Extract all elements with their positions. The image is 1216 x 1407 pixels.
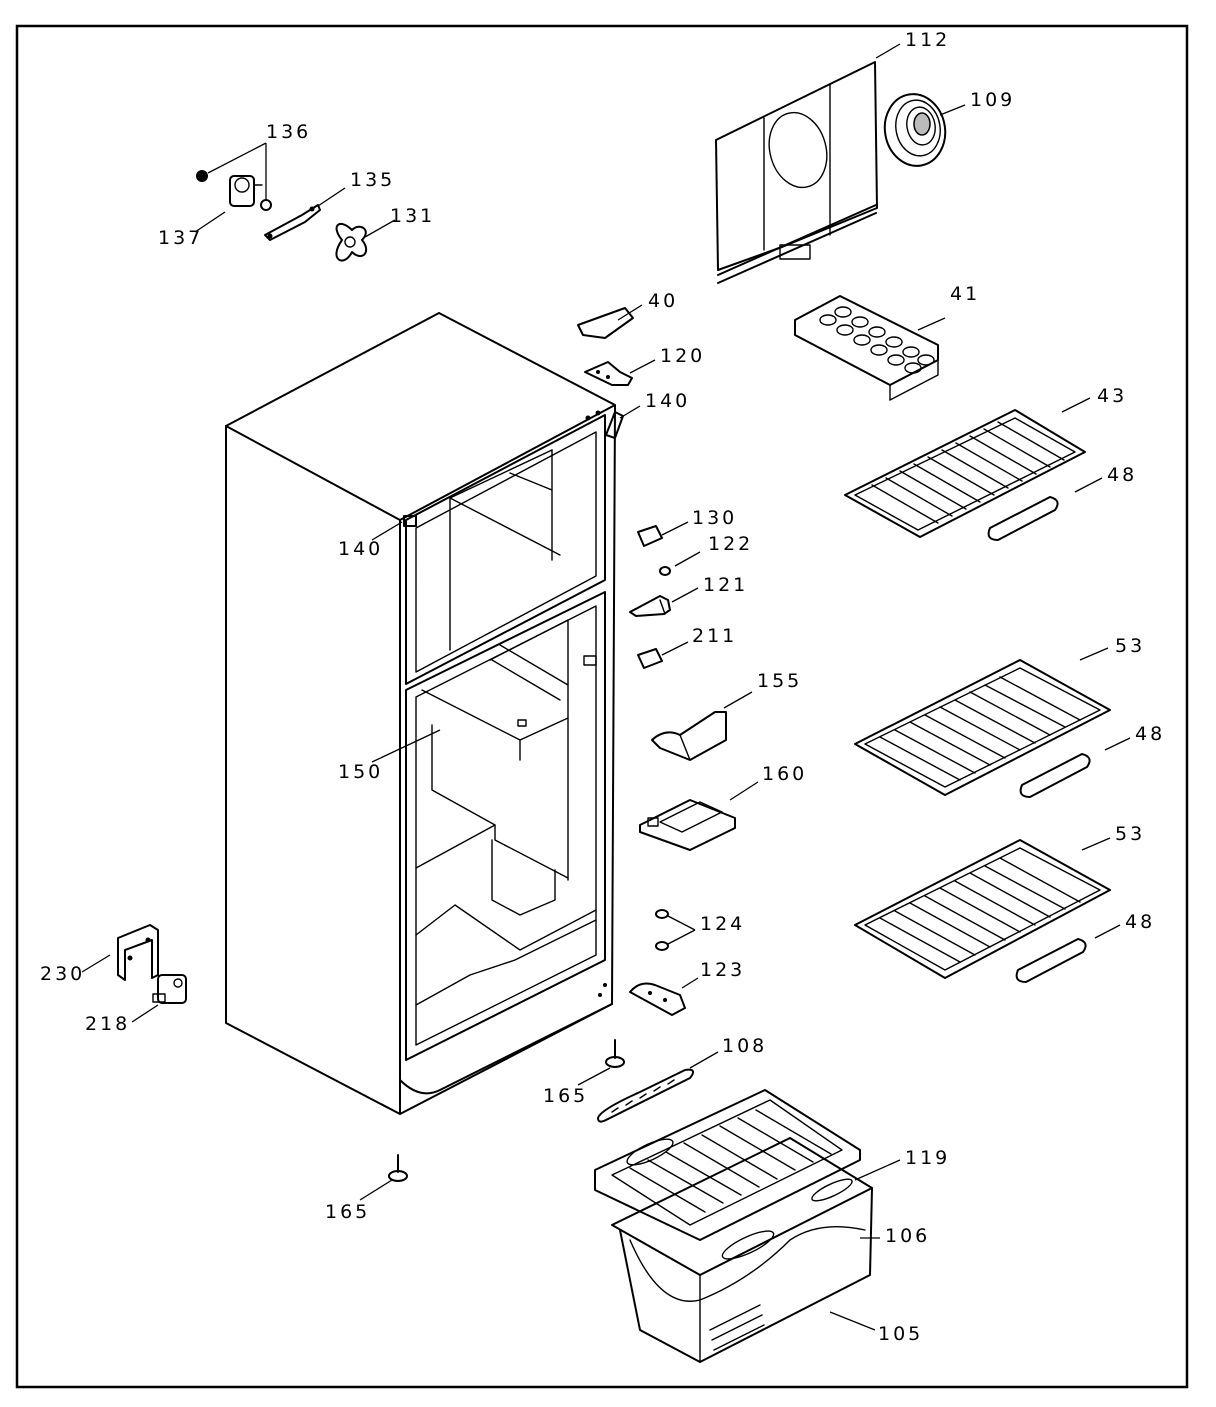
label-135: 135: [350, 169, 395, 191]
part-121-middle-hinge: [629, 595, 671, 617]
part-53-wire-shelf-a: [854, 659, 1111, 796]
label-130: 130: [692, 507, 737, 529]
part-123-bottom-hinge: [629, 982, 686, 1016]
part-165-leveling-leg-b: [388, 1154, 408, 1182]
part-218-relay: [152, 974, 187, 1004]
label-124: 124: [700, 913, 745, 935]
part-122-washer: [659, 566, 671, 576]
label-123: 123: [700, 959, 745, 981]
part-131-fan-blade: [335, 222, 368, 262]
label-106: 106: [885, 1225, 930, 1247]
label-105: 105: [878, 1323, 923, 1345]
leader-lines: [81, 43, 1131, 1331]
part-165-leveling-leg-a: [605, 1039, 625, 1068]
label-119: 119: [905, 1147, 950, 1169]
label-43: 43: [1097, 385, 1127, 407]
label-122: 122: [708, 533, 753, 555]
part-53-wire-shelf-b: [854, 839, 1111, 979]
label-48-bottom: 48: [1125, 911, 1155, 933]
part-108-grille: [597, 1068, 695, 1123]
part-160-drawer-support: [639, 799, 736, 851]
part-211-switch: [637, 648, 663, 669]
label-230: 230: [40, 963, 85, 985]
part-140-hinge-cap-left: [403, 515, 417, 527]
label-48-top: 48: [1107, 464, 1137, 486]
label-40: 40: [648, 290, 678, 312]
part-155-shelf-support: [651, 711, 727, 761]
diagram-frame: [15, 24, 1189, 1389]
label-150: 150: [338, 761, 383, 783]
part-43-wire-shelf: [844, 409, 1086, 538]
part-130-switch: [637, 525, 663, 547]
label-108: 108: [722, 1035, 767, 1057]
label-140-left: 140: [338, 538, 383, 560]
label-211: 211: [692, 625, 737, 647]
part-112-freezer-cover: [715, 61, 878, 284]
part-48-shelf-cap-a: [987, 496, 1059, 541]
label-165-left: 165: [325, 1201, 370, 1223]
label-136: 136: [266, 121, 311, 143]
part-number-labels: 112 109 136 135 137 131 40 41 120 140 14…: [40, 29, 1165, 1345]
part-41-ice-tray: [794, 295, 939, 401]
label-53-top: 53: [1115, 635, 1145, 657]
part-124-washers: [655, 909, 669, 951]
label-109: 109: [970, 89, 1015, 111]
part-40-cover: [577, 307, 634, 339]
part-230-bracket: [117, 924, 159, 981]
label-53-bottom: 53: [1115, 823, 1145, 845]
label-160: 160: [762, 763, 807, 785]
part-105-crisper-drawer: [619, 1187, 873, 1363]
part-48-shelf-cap-c: [1015, 938, 1087, 983]
part-48-shelf-cap-b: [1019, 753, 1091, 798]
label-112: 112: [905, 29, 950, 51]
part-119-crisper-cover: [594, 1089, 861, 1241]
part-109-fan-grille: [883, 93, 947, 167]
label-48-middle: 48: [1135, 723, 1165, 745]
part-120-hinge: [584, 361, 633, 386]
label-131: 131: [390, 205, 435, 227]
label-165-right: 165: [543, 1085, 588, 1107]
part-136-137-fan-motor: [196, 170, 272, 211]
label-140-top: 140: [645, 390, 690, 412]
label-155: 155: [757, 670, 802, 692]
label-137: 137: [158, 227, 203, 249]
label-41: 41: [950, 283, 980, 305]
part-135-bracket: [264, 204, 321, 241]
refrigerator-cabinet: [225, 312, 616, 1115]
label-218: 218: [85, 1013, 130, 1035]
label-121: 121: [703, 574, 748, 596]
label-120: 120: [660, 345, 705, 367]
